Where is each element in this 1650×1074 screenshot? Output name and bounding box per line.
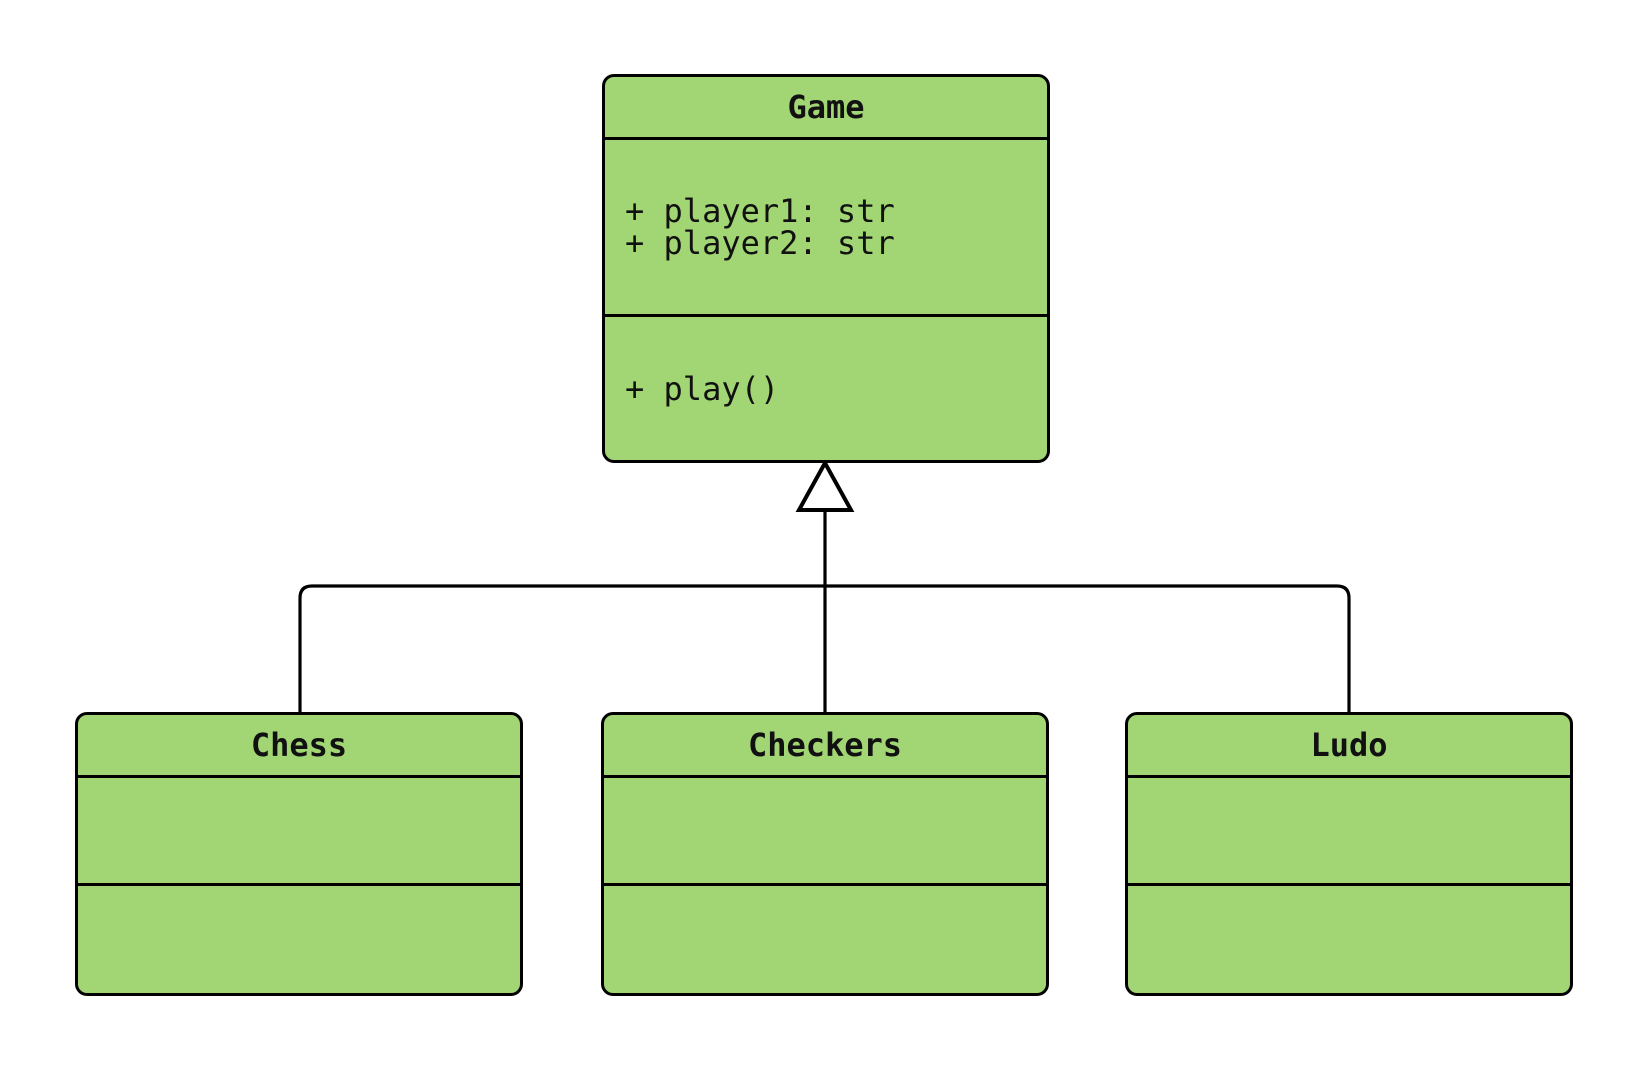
attribute-line: + player1: str xyxy=(625,191,895,230)
class-name-chess: Chess xyxy=(250,725,348,764)
class-title-checkers: Checkers xyxy=(604,715,1046,775)
class-methods-checkers xyxy=(604,883,1046,993)
class-name-game: Game xyxy=(787,87,865,126)
class-box-chess: Chess xyxy=(75,712,523,996)
class-name-checkers: Checkers xyxy=(747,725,903,764)
inheritance-arrow-icon xyxy=(795,458,855,512)
class-methods-chess xyxy=(78,883,520,993)
class-methods-game: + play() xyxy=(605,314,1047,460)
class-box-game: Game + player1: str + player2: str + pla… xyxy=(602,74,1050,463)
class-box-ludo: Ludo xyxy=(1125,712,1573,996)
method-line: + play() xyxy=(625,369,780,408)
class-attributes-ludo xyxy=(1128,774,1570,884)
attribute-line: + player2: str xyxy=(625,223,895,262)
class-methods-ludo xyxy=(1128,883,1570,993)
class-title-game: Game xyxy=(605,77,1047,137)
class-title-ludo: Ludo xyxy=(1128,715,1570,775)
class-box-checkers: Checkers xyxy=(601,712,1049,996)
class-name-ludo: Ludo xyxy=(1310,725,1388,764)
class-title-chess: Chess xyxy=(78,715,520,775)
class-attributes-chess xyxy=(78,774,520,884)
class-attributes-game: + player1: str + player2: str xyxy=(605,136,1047,315)
class-attributes-checkers xyxy=(604,774,1046,884)
